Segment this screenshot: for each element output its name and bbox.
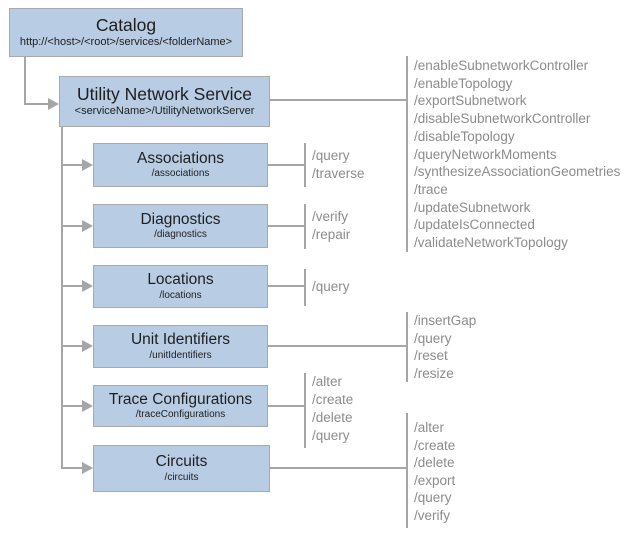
arrowhead-to-circuits — [82, 462, 93, 474]
operations-list-associations: /query/traverse — [312, 147, 365, 183]
operation-item: /query — [312, 148, 350, 163]
connector-catalog-right — [24, 103, 50, 105]
node-diagnostics-title: Diagnostics — [140, 210, 221, 228]
operation-item: /query — [312, 279, 350, 294]
operation-item: /create — [414, 437, 456, 453]
operations-rule-associations — [304, 143, 306, 187]
operation-item: /verify — [414, 507, 451, 523]
operation-item: /disableTopology — [414, 128, 515, 144]
node-catalog: Catalog http://<host>/<root>/services/<f… — [9, 8, 243, 57]
node-trace-configurations-title: Trace Configurations — [108, 390, 253, 408]
connector-locations-operations — [268, 285, 305, 287]
arrowhead-to-diagnostics — [82, 220, 93, 232]
node-trace-configurations-subtitle: /traceConfigurations — [135, 409, 226, 421]
operation-item: /updateIsConnected — [414, 217, 535, 233]
operation-item: /verify — [312, 209, 349, 224]
operation-item: /query — [414, 490, 452, 506]
node-utility-network-service-title: Utility Network Service — [76, 83, 253, 104]
node-associations-subtitle: /associations — [151, 168, 210, 180]
arrowhead-to-unit-identifiers — [82, 340, 93, 352]
connector-service-trunk — [61, 127, 63, 468]
operation-item: /enableSubnetworkController — [414, 58, 589, 73]
operations-rule-unit-identifiers — [406, 312, 408, 382]
arrowhead-to-trace-configurations — [82, 400, 93, 412]
connector-service-operations — [270, 99, 407, 101]
node-utility-network-service: Utility Network Service <serviceName>/Ut… — [59, 76, 270, 127]
node-associations-title: Associations — [136, 149, 224, 167]
operations-rule-diagnostics — [304, 204, 306, 249]
arrowhead-to-locations — [82, 280, 93, 292]
connector-branch-locations — [61, 285, 83, 287]
operation-item: /alter — [414, 420, 445, 435]
node-trace-configurations: Trace Configurations /traceConfiguration… — [93, 385, 268, 427]
connector-diagnostics-operations — [268, 225, 305, 227]
operations-list-diagnostics: /verify/repair — [312, 208, 350, 244]
operation-item: /enableTopology — [414, 75, 513, 91]
operations-list-circuits: /alter/create/delete/export/query/verify — [414, 419, 455, 525]
operations-list-utility-network-service: /enableSubnetworkController/enableTopolo… — [414, 57, 620, 252]
operation-item: /alter — [312, 374, 343, 389]
connector-trace-configurations-operations — [268, 405, 305, 407]
node-unit-identifiers-title: Unit Identifiers — [130, 331, 231, 349]
operation-item: /exportSubnetwork — [414, 93, 527, 109]
operation-item: /trace — [414, 181, 448, 197]
operation-item: /query — [312, 428, 350, 443]
node-catalog-title: Catalog — [95, 14, 157, 35]
arrowhead-to-associations — [82, 159, 93, 171]
connector-branch-diagnostics — [61, 225, 83, 227]
operation-item: /reset — [414, 348, 448, 363]
operations-rule-service — [406, 56, 408, 252]
operation-item: /query — [414, 330, 452, 346]
connector-branch-trace-configurations — [61, 405, 83, 407]
node-diagnostics-subtitle: /diagnostics — [154, 229, 207, 241]
operations-list-locations: /query — [312, 278, 350, 296]
node-locations-subtitle: /locations — [159, 289, 202, 301]
operations-list-trace-configurations: /alter/create/delete/query — [312, 373, 353, 445]
operation-item: /resize — [414, 365, 454, 381]
operations-rule-circuits — [406, 413, 408, 528]
operation-item: /export — [414, 472, 456, 488]
operations-list-unit-identifiers: /insertGap/query/reset/resize — [414, 312, 476, 382]
operation-item: /delete — [312, 410, 353, 425]
node-circuits-title: Circuits — [155, 453, 208, 471]
operation-item: /insertGap — [414, 313, 477, 328]
connector-branch-circuits — [61, 467, 83, 469]
operation-item: /validateNetworkTopology — [414, 235, 568, 251]
connector-unit-identifiers-operations — [268, 345, 407, 347]
operations-rule-trace-configurations — [304, 373, 306, 448]
node-circuits: Circuits /circuits — [93, 445, 270, 492]
connector-catalog-down — [24, 57, 26, 105]
arrowhead-to-utility-network-service — [48, 98, 59, 110]
operation-item: /queryNetworkMoments — [414, 146, 557, 162]
connector-circuits-operations — [270, 467, 407, 469]
connector-branch-associations — [61, 164, 83, 166]
node-unit-identifiers: Unit Identifiers /unitIdentifiers — [93, 325, 268, 368]
operations-rule-locations — [304, 269, 306, 306]
operation-item: /delete — [414, 455, 455, 471]
operation-item: /updateSubnetwork — [414, 199, 531, 215]
node-locations: Locations /locations — [93, 265, 268, 308]
connector-associations-operations — [268, 164, 305, 166]
node-utility-network-service-subtitle: <serviceName>/UtilityNetworkServer — [74, 105, 255, 118]
operation-item: /repair — [312, 227, 351, 242]
operation-item: /synthesizeAssociationGeometries — [414, 164, 621, 180]
node-locations-title: Locations — [147, 271, 214, 289]
node-associations: Associations /associations — [93, 143, 268, 187]
node-unit-identifiers-subtitle: /unitIdentifiers — [149, 349, 212, 361]
node-circuits-subtitle: /circuits — [164, 471, 199, 483]
node-catalog-subtitle: http://<host>/<root>/services/<folderNam… — [19, 36, 233, 49]
operation-item: /traverse — [312, 166, 365, 181]
connector-branch-unit-identifiers — [61, 345, 83, 347]
node-diagnostics: Diagnostics /diagnostics — [93, 204, 268, 248]
operation-item: /disableSubnetworkController — [414, 111, 591, 127]
operation-item: /create — [312, 392, 354, 407]
